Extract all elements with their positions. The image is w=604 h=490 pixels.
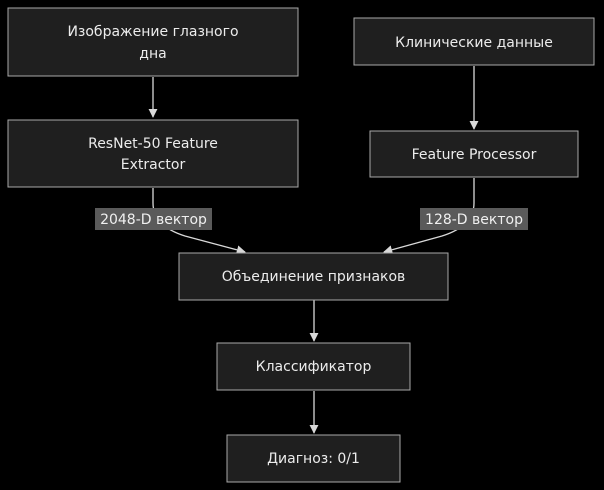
edge-label-2048-text: 2048-D вектор — [100, 212, 207, 228]
node-fusion: Объединение признаков — [178, 252, 449, 301]
node-feature-processor: Feature Processor — [369, 130, 579, 178]
node-resnet-line1: ResNet-50 Feature — [88, 136, 218, 152]
node-resnet: ResNet-50 Feature Extractor — [7, 119, 299, 188]
node-clinical-data: Клинические данные — [353, 17, 595, 66]
node-clinical-data-label: Клинические данные — [395, 35, 553, 51]
node-fundus-image-line1: Изображение глазного — [67, 24, 238, 40]
node-diagnosis-label: Диагноз: 0/1 — [267, 451, 360, 467]
edge-label-2048: 2048-D вектор — [95, 208, 212, 230]
node-fundus-image-line2: дна — [139, 46, 166, 62]
node-diagnosis: Диагноз: 0/1 — [226, 434, 401, 483]
node-classifier-label: Классификатор — [256, 359, 372, 375]
node-fundus-image: Изображение глазного дна — [7, 7, 299, 77]
node-classifier: Классификатор — [216, 342, 411, 391]
node-fusion-label: Объединение признаков — [222, 269, 406, 285]
edge-label-128: 128-D вектор — [420, 208, 528, 230]
node-feature-processor-label: Feature Processor — [412, 147, 537, 163]
edge-label-128-text: 128-D вектор — [425, 212, 523, 228]
node-resnet-line2: Extractor — [121, 157, 186, 173]
